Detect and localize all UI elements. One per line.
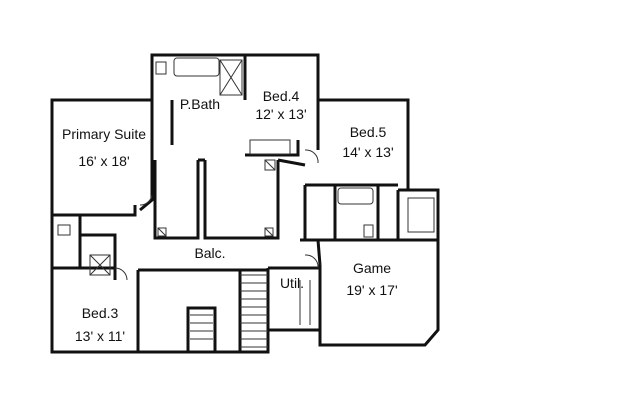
wall-hall-joint [277, 158, 306, 167]
wall-hall-left [153, 160, 200, 240]
fixtures [57, 57, 435, 348]
tub-bed5 [337, 187, 374, 205]
tub-pbath [173, 57, 220, 77]
vanity-bed4 [249, 139, 291, 155]
label-balcony: Balc. [194, 245, 225, 261]
wall-game-west [316, 239, 322, 266]
wall-stair [136, 268, 270, 354]
wall-pbath [150, 53, 247, 100]
closet-mark-b [264, 227, 274, 237]
size-bed4: 12' x 13' [255, 106, 306, 122]
wall-bed3 [50, 215, 138, 354]
label-bed4: Bed.4 [263, 88, 300, 104]
size-bed3: 13' x 11' [75, 328, 125, 344]
label-bed3: Bed.3 [82, 305, 119, 321]
label-util: Util. [280, 275, 304, 291]
stair-treads [190, 274, 268, 348]
wall-bed3-bath [80, 233, 117, 280]
door-swing-game [304, 254, 319, 269]
size-bed5: 14' x 13' [342, 144, 393, 160]
label-bed5: Bed.5 [350, 124, 387, 140]
door-swing-bed4 [304, 149, 319, 164]
closet-mark-a [157, 227, 167, 237]
room-labels: P.Bath Bed.4 12' x 13' Bed.5 14' x 13' P… [62, 88, 398, 344]
toilet-bed3 [57, 224, 71, 236]
label-game: Game [353, 260, 391, 276]
wall-game [318, 238, 440, 347]
label-pbath: P.Bath [180, 96, 220, 112]
wall-hall-right [203, 160, 280, 240]
toilet-bed5 [363, 224, 374, 238]
door-swing-bed3 [114, 267, 128, 281]
door-swing-primary [139, 194, 153, 206]
shower-pbath [219, 59, 243, 96]
closet-mark-c [264, 159, 276, 171]
wall-primary-suite-east [139, 100, 154, 212]
walls [50, 53, 440, 354]
label-primary-suite: Primary Suite [62, 126, 146, 142]
size-primary-suite: 16' x 18' [78, 153, 129, 169]
shower-bed3 [89, 254, 111, 276]
wall-bed4-south [245, 140, 300, 157]
toilet-pbath [155, 61, 167, 75]
vanity-right [407, 197, 435, 233]
wall-stair-landing [186, 306, 217, 352]
size-game: 19' x 17' [346, 282, 397, 298]
wall-bed5 [318, 98, 410, 192]
wall-bed4 [245, 53, 320, 150]
